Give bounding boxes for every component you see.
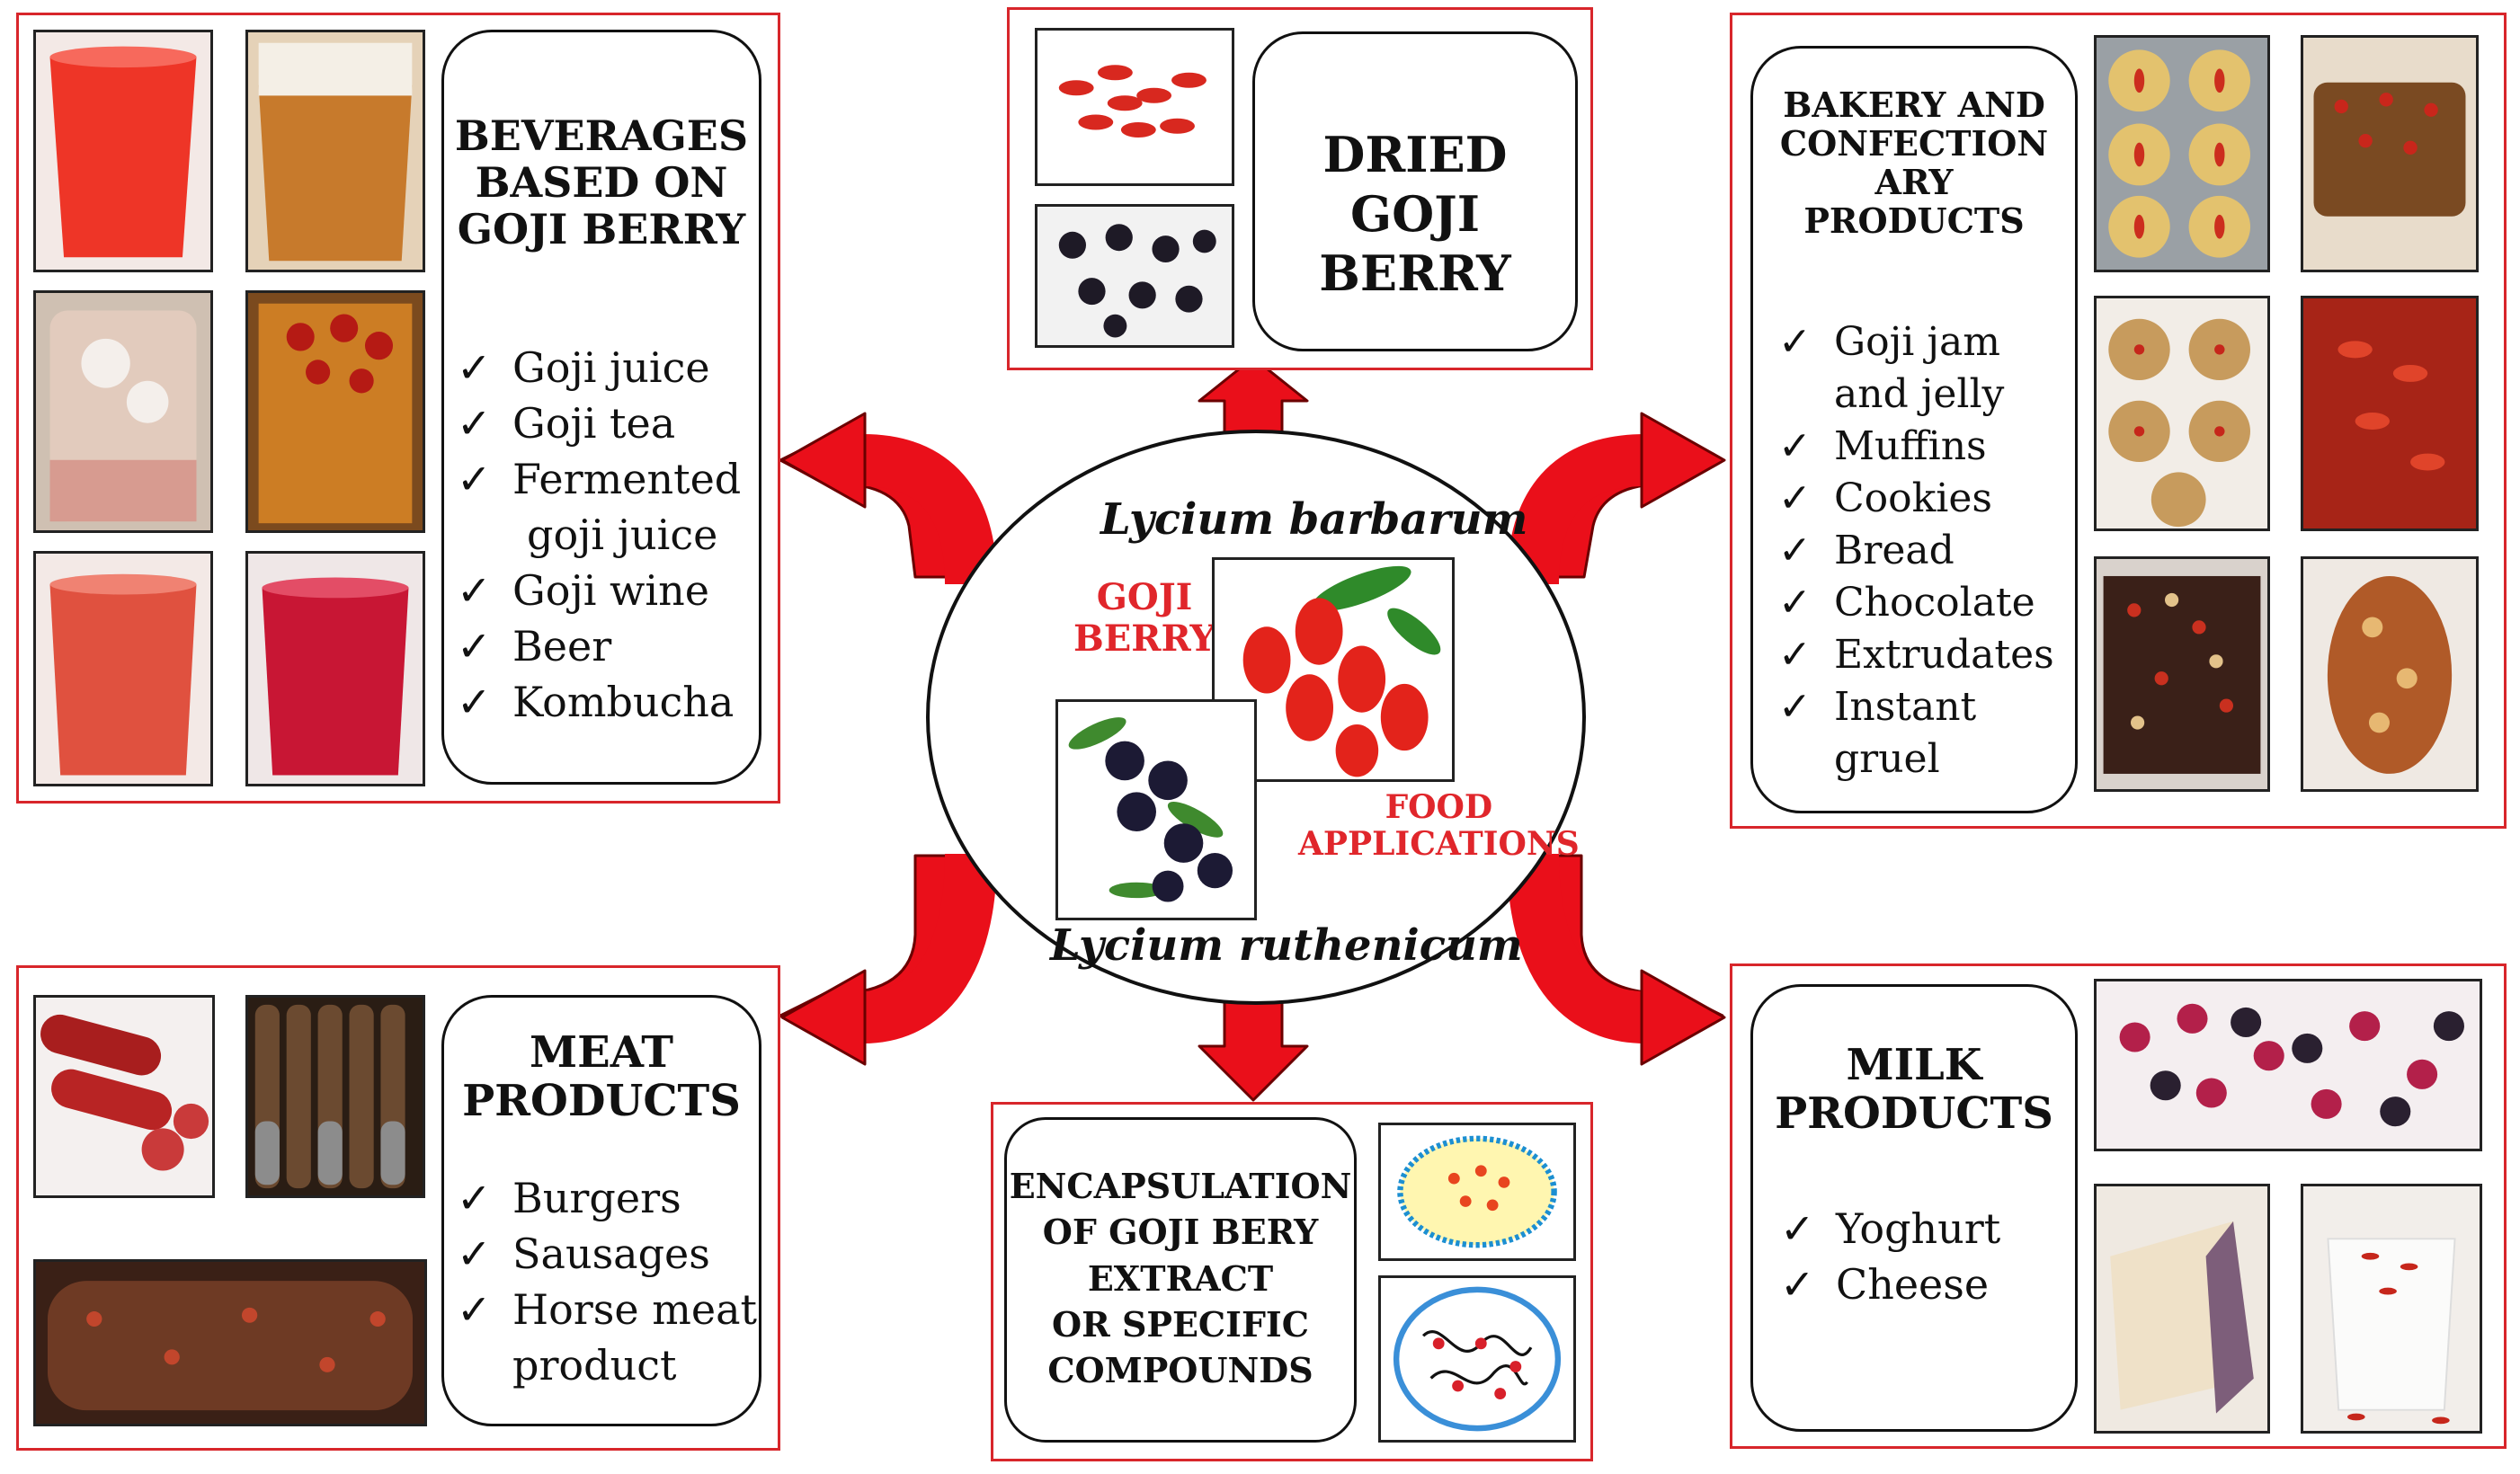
list-item: ✓Chocolate	[1778, 577, 2054, 629]
list-item: ✓Burgers	[457, 1170, 757, 1226]
meat-list: ✓Burgers ✓Sausages ✓Horse meat product	[457, 1170, 757, 1393]
beverages-panel: BEVERAGES BASED ON GOJI BERRY ✓Goji juic…	[16, 13, 780, 804]
photo-red-juice	[33, 30, 213, 272]
list-item: ✓Beer	[457, 618, 741, 674]
check-icon: ✓	[1778, 319, 1812, 365]
photo-dried-red-goji	[1035, 28, 1234, 186]
check-icon: ✓	[1778, 632, 1812, 678]
list-item: ✓Cheese	[1780, 1256, 2000, 1312]
beverages-title: BEVERAGES BASED ON GOJI BERRY	[454, 111, 749, 253]
polymer-capsule-illustration	[1378, 1275, 1576, 1443]
photo-red-goji-fresh	[1212, 557, 1455, 782]
list-item: ✓Muffins	[1778, 421, 2054, 473]
check-icon: ✓	[1778, 528, 1812, 573]
dried-panel: DRIED GOJI BERRY	[1007, 7, 1593, 370]
photo-bread-loaf	[2301, 35, 2479, 272]
beverages-list: ✓Goji juice ✓Goji tea ✓Fermented goji ju…	[457, 340, 741, 730]
photo-muffins	[2094, 296, 2270, 531]
list-item: ✓Extrudates	[1778, 629, 2054, 681]
check-icon: ✓	[1778, 475, 1812, 521]
photo-black-goji-fresh	[1055, 699, 1257, 920]
photo-sausage-slices	[33, 995, 215, 1198]
list-item: ✓Horse meat	[457, 1282, 757, 1337]
photo-dried-black-goji	[1035, 204, 1234, 348]
list-item: ✓Goji juice	[457, 340, 741, 395]
encapsulation-panel: ENCAPSULATION OF GOJI BERY EXTRACT OR SP…	[991, 1102, 1593, 1461]
check-icon: ✓	[1780, 1204, 1815, 1253]
check-icon: ✓	[1778, 580, 1812, 626]
photo-extrudate-bar	[2301, 556, 2479, 792]
bakery-panel: BAKERY AND CONFECTION ARY PRODUCTS ✓Goji…	[1730, 13, 2507, 829]
list-item: ✓Cookies	[1778, 473, 2054, 525]
photo-jam	[2301, 296, 2479, 531]
bakery-list: ✓Goji jam and jelly ✓Muffins ✓Cookies ✓B…	[1778, 316, 2054, 786]
list-item-continued: product	[512, 1341, 677, 1390]
photo-yoghurt	[2301, 1184, 2482, 1434]
photo-burger-patty	[33, 1259, 427, 1426]
check-icon: ✓	[1778, 684, 1812, 730]
list-item-continued: and jelly	[1834, 371, 2005, 417]
bakery-title: BAKERY AND CONFECTION ARY PRODUCTS	[1779, 84, 2049, 241]
photo-beer-glass	[245, 30, 425, 272]
check-icon: ✓	[1778, 423, 1812, 469]
check-icon: ✓	[1780, 1260, 1815, 1309]
arrow-down-encapsulation	[1198, 998, 1309, 1102]
milk-title: MILK PRODUCTS	[1775, 1040, 2053, 1140]
dried-card: DRIED GOJI BERRY	[1252, 31, 1578, 351]
photo-wine-glass	[245, 551, 425, 786]
check-icon: ✓	[457, 1230, 492, 1278]
photo-juice-glass	[33, 551, 213, 786]
list-item: ✓Goji jam	[1778, 316, 2054, 368]
check-icon: ✓	[457, 343, 492, 392]
check-icon: ✓	[457, 1285, 492, 1334]
goji-berry-label: GOJI BERRY	[1073, 576, 1216, 660]
list-item: ✓Sausages	[457, 1226, 757, 1282]
list-item-continued: goji juice	[527, 511, 718, 559]
species-bottom-label: Lycium ruthenicum	[1050, 920, 1523, 971]
liposome-illustration	[1378, 1123, 1576, 1261]
check-icon: ✓	[457, 399, 492, 448]
list-item: ✓Yoghurt	[1780, 1201, 2000, 1256]
species-top-label: Lycium barbarum	[1100, 494, 1528, 545]
list-item: ✓Goji wine	[457, 563, 741, 618]
list-item: ✓Fermented	[457, 451, 741, 507]
check-icon: ✓	[457, 566, 492, 615]
photo-smoked-sausages	[245, 995, 425, 1198]
photo-cheese	[2094, 1184, 2270, 1434]
photo-dried-berries-mix	[2094, 979, 2482, 1151]
center-circle: Lycium barbarum GOJI BERRY FOOD APPLICAT…	[926, 430, 1586, 1005]
meat-panel: MEAT PRODUCTS ✓Burgers ✓Sausages ✓Horse …	[16, 965, 780, 1451]
dried-title: DRIED GOJI BERRY	[1319, 126, 1511, 302]
list-item: ✓Goji tea	[457, 395, 741, 451]
encapsulation-title: ENCAPSULATION OF GOJI BERY EXTRACT OR SP…	[1009, 1166, 1352, 1391]
check-icon: ✓	[457, 622, 492, 670]
bakery-card: BAKERY AND CONFECTION ARY PRODUCTS ✓Goji…	[1750, 46, 2078, 813]
check-icon: ✓	[457, 1174, 492, 1222]
meat-title: MEAT PRODUCTS	[462, 1027, 741, 1127]
encapsulation-card: ENCAPSULATION OF GOJI BERY EXTRACT OR SP…	[1004, 1117, 1357, 1443]
beverages-card: BEVERAGES BASED ON GOJI BERRY ✓Goji juic…	[441, 30, 761, 785]
food-applications-label: FOOD APPLICATIONS	[1298, 788, 1580, 864]
milk-card: MILK PRODUCTS ✓Yoghurt ✓Cheese	[1750, 984, 2078, 1432]
milk-list: ✓Yoghurt ✓Cheese	[1780, 1201, 2000, 1312]
photo-tea-jar	[33, 290, 213, 533]
list-item-continued: gruel	[1834, 736, 1940, 782]
list-item: ✓Instant	[1778, 681, 2054, 733]
photo-chocolate	[2094, 556, 2270, 792]
photo-goji-tea-glass	[245, 290, 425, 533]
list-item: ✓Bread	[1778, 525, 2054, 577]
milk-panel: MILK PRODUCTS ✓Yoghurt ✓Cheese	[1730, 963, 2507, 1449]
photo-cookies	[2094, 35, 2270, 272]
list-item: ✓Kombucha	[457, 674, 741, 730]
check-icon: ✓	[457, 455, 492, 503]
check-icon: ✓	[457, 678, 492, 726]
meat-card: MEAT PRODUCTS ✓Burgers ✓Sausages ✓Horse …	[441, 995, 761, 1426]
